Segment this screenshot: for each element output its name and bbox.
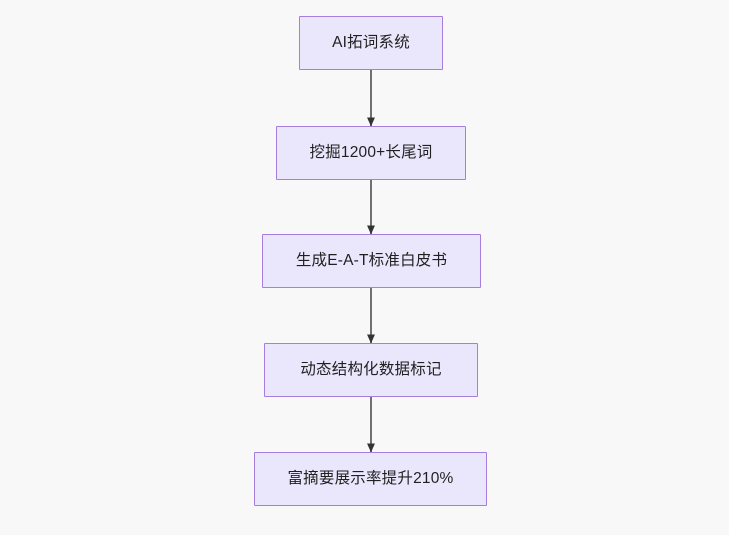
node-label: 生成E-A-T标准白皮书	[295, 251, 448, 269]
flowchart-node-mine-longtail-keywords[interactable]: 挖掘1200+长尾词	[276, 126, 466, 180]
flowchart-node-ai-keyword-system[interactable]: AI拓词系统	[299, 16, 443, 70]
node-label: AI拓词系统	[332, 33, 410, 51]
node-label: 动态结构化数据标记	[300, 360, 442, 378]
node-label: 富摘要展示率提升210%	[287, 469, 454, 487]
flowchart-node-rich-snippet-impression-lift[interactable]: 富摘要展示率提升210%	[254, 452, 487, 506]
node-label: 挖掘1200+长尾词	[309, 143, 433, 161]
flowchart-node-generate-eat-whitepaper[interactable]: 生成E-A-T标准白皮书	[262, 234, 481, 288]
flowchart-node-dynamic-structured-data-markup[interactable]: 动态结构化数据标记	[264, 343, 478, 397]
